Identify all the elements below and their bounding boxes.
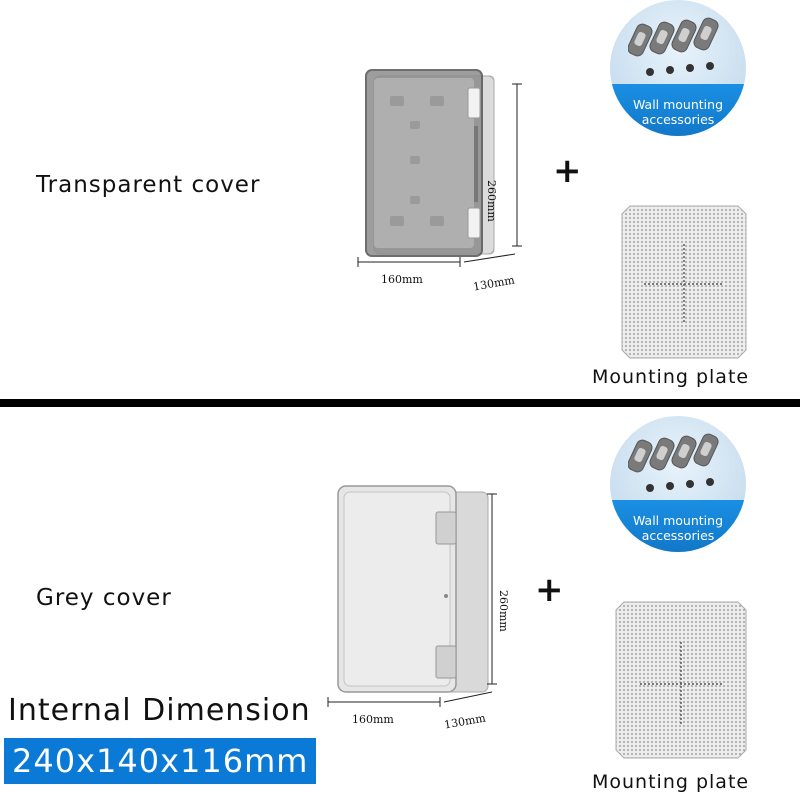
bottom-accessories-line2: accessories (641, 528, 715, 543)
internal-dimension-value: 240x140x116mm (4, 738, 317, 784)
accessories-banner (610, 500, 746, 552)
top-accessories-line1: Wall mounting (632, 97, 724, 112)
bottom-wall-mounting-accessories-image: Wall mounting accessories (610, 416, 746, 552)
grey-cover-label: Grey cover (36, 585, 172, 611)
bottom-plus-sign: + (535, 570, 564, 610)
mounting-bracket-icon (628, 433, 719, 492)
transparent-cover-label: Transparent cover (36, 172, 261, 198)
grey-enclosure-image (327, 485, 497, 707)
top-mounting-plate-image (621, 205, 747, 359)
top-height-dimension: 260mm (485, 180, 498, 222)
bottom-mounting-plate-image (615, 601, 747, 759)
top-mounting-plate-label: Mounting plate (592, 366, 750, 388)
top-plus-sign: + (553, 151, 582, 191)
section-divider (0, 399, 800, 407)
bottom-width-dimension: 160mm (352, 713, 394, 726)
top-accessories-line2: accessories (641, 112, 715, 127)
bottom-mounting-plate-label: Mounting plate (592, 771, 750, 793)
bottom-accessories-line1: Wall mounting (632, 513, 724, 528)
accessories-banner (610, 84, 746, 136)
top-width-dimension: 160mm (381, 273, 423, 286)
top-wall-mounting-accessories-image: Wall mounting accessories (610, 0, 746, 136)
bottom-height-dimension: 260mm (497, 590, 510, 632)
mounting-bracket-icon (628, 17, 719, 76)
transparent-enclosure-image (357, 69, 522, 267)
internal-dimension-title: Internal Dimension (8, 693, 311, 728)
